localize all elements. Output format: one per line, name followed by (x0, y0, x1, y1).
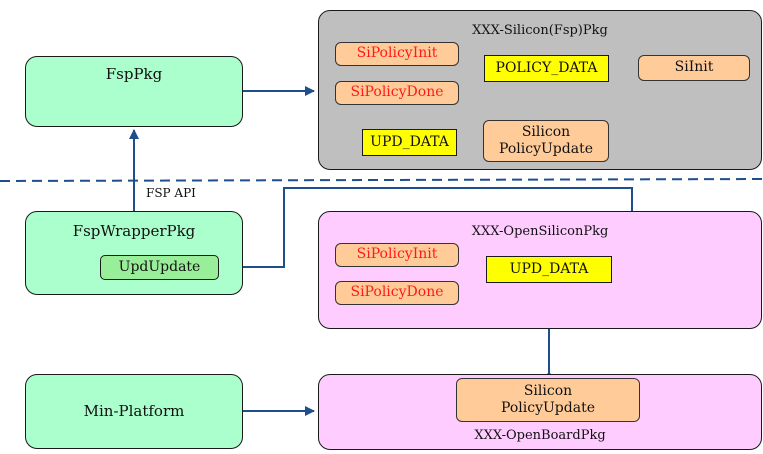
silicon-policyupdate-top-label: Silicon PolicyUpdate (499, 123, 593, 158)
fsp-api-label: FSP API (146, 186, 196, 200)
silicon-policyupdate-top-box[interactable]: Silicon PolicyUpdate (483, 120, 609, 162)
sipolicydone-top-box[interactable]: SiPolicyDone (335, 81, 459, 105)
policy-data-box[interactable]: POLICY_DATA (484, 55, 609, 82)
fspwrapperpkg-label: FspWrapperPkg (72, 222, 196, 240)
sipolicydone-mid-box[interactable]: SiPolicyDone (335, 281, 459, 305)
silicon-policyupdate-bottom-label: Silicon PolicyUpdate (501, 382, 595, 417)
upd-data-top-box[interactable]: UPD_DATA (362, 129, 457, 156)
updupdate-box[interactable]: UpdUpdate (100, 255, 219, 280)
upd-data-top-label: UPD_DATA (370, 133, 449, 150)
siinit-label: SiInit (674, 59, 714, 76)
sipolicydone-top-label: SiPolicyDone (350, 84, 444, 101)
fsppkg-label: FspPkg (105, 65, 163, 83)
silicon-policyupdate-bottom-box[interactable]: Silicon PolicyUpdate (456, 378, 640, 422)
sipolicyinit-top-box[interactable]: SiPolicyInit (335, 42, 459, 66)
sipolicyinit-mid-box[interactable]: SiPolicyInit (335, 243, 459, 267)
fspwrapperpkg-box[interactable]: FspWrapperPkg (25, 211, 243, 295)
openboardpkg-title: XXX-OpenBoardPkg (474, 427, 606, 443)
minplatform-box[interactable]: Min-Platform (25, 374, 243, 449)
upd-data-mid-label: UPD_DATA (509, 260, 589, 277)
opensiliconpkg-title: XXX-OpenSiliconPkg (471, 224, 609, 239)
updupdate-label: UpdUpdate (118, 258, 201, 275)
sipolicyinit-mid-label: SiPolicyInit (356, 246, 438, 263)
separator-dashed-line (0, 178, 763, 182)
fsppkg-box[interactable]: FspPkg (25, 56, 243, 127)
siinit-box[interactable]: SiInit (638, 55, 750, 81)
policy-data-label: POLICY_DATA (495, 59, 598, 76)
sipolicyinit-top-label: SiPolicyInit (356, 45, 438, 62)
sipolicydone-mid-label: SiPolicyDone (350, 284, 444, 301)
upd-data-mid-box[interactable]: UPD_DATA (486, 256, 612, 283)
minplatform-label: Min-Platform (83, 402, 185, 421)
silicon-pkg-title: XXX-Silicon(Fsp)Pkg (472, 23, 608, 38)
